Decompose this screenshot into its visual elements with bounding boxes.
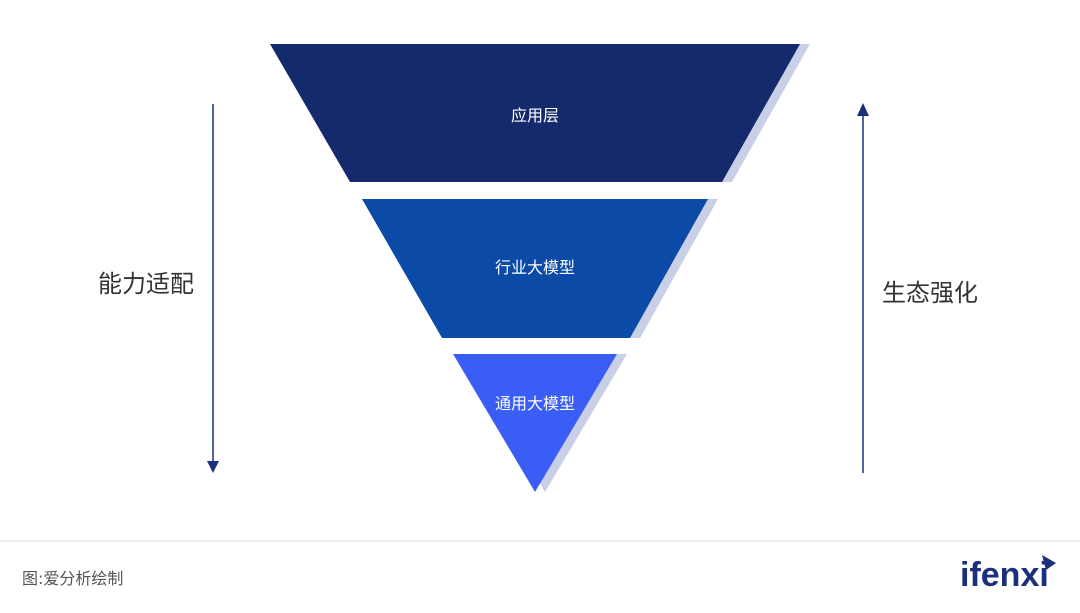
footer-caption: 图:爱分析绘制 [22, 569, 124, 588]
layer-label-industry: 行业大模型 [494, 258, 576, 277]
arrow-down-icon [207, 461, 219, 473]
layer-label-application: 应用层 [510, 106, 560, 125]
logo-accent-icon [1042, 555, 1056, 570]
layer-general-model [453, 354, 617, 492]
arrow-up-icon [857, 103, 869, 116]
layer-application [270, 44, 800, 182]
left-arrow-label: 能力适配 [98, 270, 194, 298]
right-arrow-label: 生态强化 [882, 279, 978, 307]
layer-industry-model [362, 199, 708, 338]
ifenxi-logo: ifenxi [960, 556, 1049, 594]
layer-label-general: 通用大模型 [494, 394, 576, 413]
